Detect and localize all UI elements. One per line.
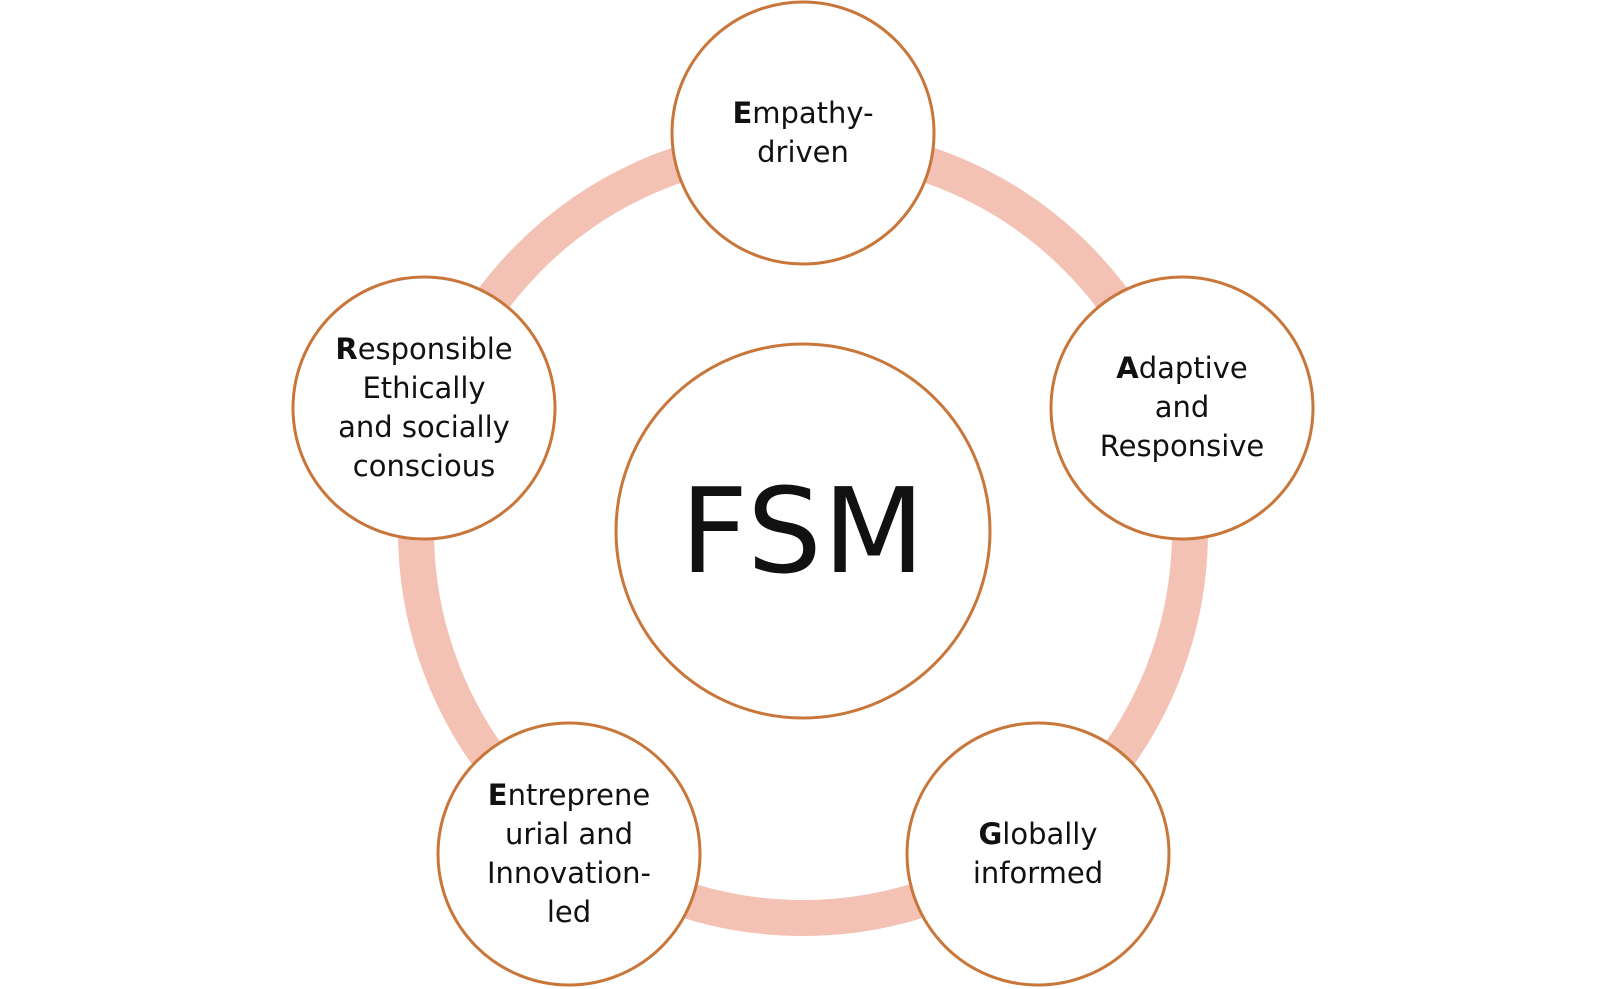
node-label-line: and [1154, 390, 1210, 424]
node-label-line: Globally [933, 815, 1143, 854]
node-initial: E [487, 778, 508, 812]
node-initial: A [1116, 351, 1139, 385]
node-label-line: Empathy- [698, 94, 908, 133]
node-circle-empathy [670, 0, 936, 266]
node-circle-entrepreneurial [436, 721, 702, 987]
center-circle [614, 342, 992, 720]
node-label-line: led [546, 895, 592, 929]
node-initial: E [732, 96, 753, 130]
node-label-text: ntreprene [507, 778, 651, 812]
node-label-line: and socially [338, 410, 510, 444]
node-label-adaptive: Adaptive and Responsive [1077, 349, 1287, 466]
node-label-responsible: Responsible Ethically and socially consc… [319, 330, 529, 486]
node-circle-globally [905, 721, 1171, 987]
node-label-line: Innovation- [486, 856, 651, 890]
node-circle-adaptive [1049, 275, 1315, 541]
node-label-line: Ethically [362, 371, 486, 405]
node-label-line: Entreprene [464, 776, 674, 815]
node-label-text: mpathy- [752, 96, 874, 130]
node-label-line: informed [972, 856, 1104, 890]
node-label-globally: Globally informed [933, 815, 1143, 893]
node-label-line: conscious [352, 449, 496, 483]
node-label-line: driven [757, 135, 849, 169]
node-initial: R [335, 332, 358, 366]
node-circle-responsible [291, 275, 557, 541]
center-label: FSM [680, 462, 926, 600]
node-label-line: urial and [505, 817, 633, 851]
node-initial: G [978, 817, 1003, 851]
node-label-entrepreneurial: Entreprene urial and Innovation- led [464, 776, 674, 932]
node-label-line: Responsive [1099, 429, 1265, 463]
node-label-text: daptive [1138, 351, 1248, 385]
node-label-line: Responsible [319, 330, 529, 369]
node-label-empathy: Empathy- driven [698, 94, 908, 172]
node-label-text: esponsible [357, 332, 513, 366]
node-label-line: Adaptive [1077, 349, 1287, 388]
node-label-text: lobally [1002, 817, 1098, 851]
